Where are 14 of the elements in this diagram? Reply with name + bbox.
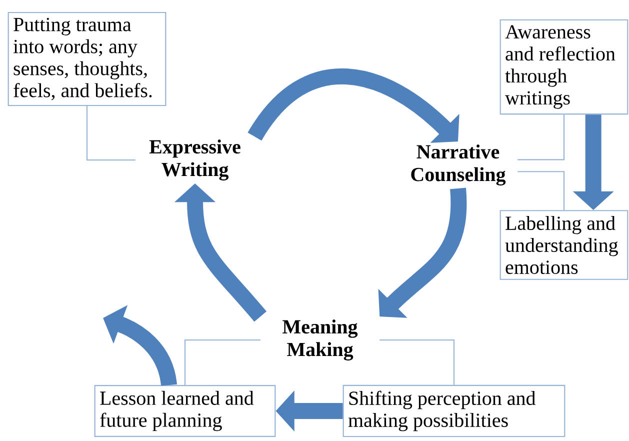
stage-label: Meaning Making xyxy=(282,320,358,360)
text-box: Lesson learned and future planning xyxy=(94,385,276,437)
text-box: Shifting perception and making possibilities xyxy=(342,384,566,438)
text-box: Putting trauma into words; any senses, thoughts, feels, and beliefs. xyxy=(8,12,166,106)
arrow xyxy=(248,68,460,143)
text-box: Awareness and reflection through writings xyxy=(500,19,628,115)
stage-label: Expressive Writing xyxy=(149,140,240,180)
leader-line xyxy=(518,171,565,210)
leader-line xyxy=(518,114,565,160)
stage-label: Narrative Counseling xyxy=(411,144,506,186)
leader-line xyxy=(86,106,136,161)
leader-line xyxy=(184,339,260,386)
leader-line xyxy=(380,339,455,385)
text-box: Labelling and understanding emotions xyxy=(500,210,628,280)
